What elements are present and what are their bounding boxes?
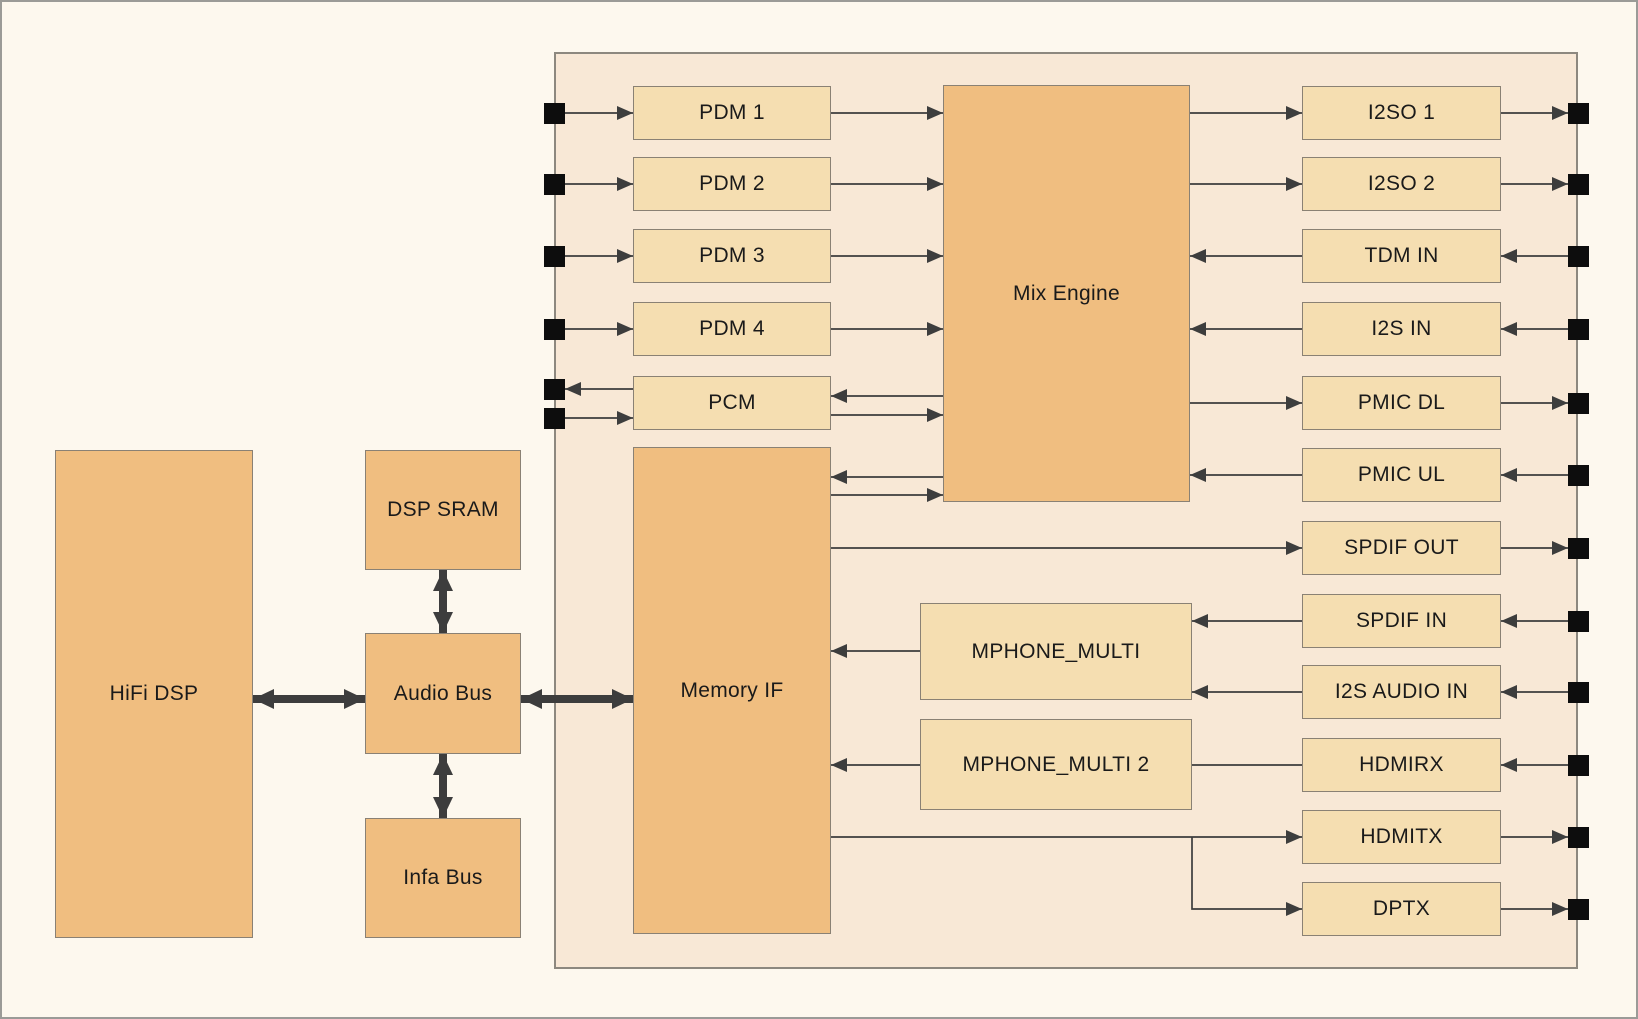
io-port (1567, 826, 1589, 848)
block-label-audio-bus: Audio Bus (393, 681, 493, 705)
block-mphone-multi: MPHONE_MULTI (920, 603, 1192, 700)
block-label-tdm-in: TDM IN (1364, 244, 1439, 267)
block-i2so-2: I2SO 2 (1302, 157, 1501, 211)
block-label-pmic-ul: PMIC UL (1357, 463, 1446, 486)
block-hdmitx: HDMITX (1302, 810, 1501, 864)
io-port (543, 245, 565, 267)
io-port (543, 378, 565, 400)
block-label-memory-if: Memory IF (680, 678, 784, 702)
block-audio-bus: Audio Bus (365, 633, 521, 754)
block-label-dsp-sram: DSP SRAM (387, 498, 499, 521)
block-label-i2so-1: I2SO 1 (1367, 101, 1436, 124)
block-label-i2s-audio-in: I2S AUDIO IN (1334, 680, 1469, 703)
block-label-spdif-in: SPDIF IN (1355, 609, 1448, 632)
io-port (1567, 681, 1589, 703)
block-pdm-2: PDM 2 (633, 157, 831, 211)
block-label-mix-engine: Mix Engine (1013, 281, 1120, 305)
block-dptx: DPTX (1302, 882, 1501, 936)
block-mphone-multi-2: MPHONE_MULTI 2 (920, 719, 1192, 810)
block-spdif-in: SPDIF IN (1302, 594, 1501, 648)
block-label-hdmirx: HDMIRX (1359, 753, 1444, 776)
block-label-dptx: DPTX (1372, 897, 1431, 920)
io-port (1567, 464, 1589, 486)
block-memory-if: Memory IF (633, 447, 831, 934)
io-port (543, 102, 565, 124)
io-port (1567, 610, 1589, 632)
block-label-hifi-dsp: HiFi DSP (109, 682, 199, 705)
block-label-pdm-4: PDM 4 (699, 317, 765, 340)
block-hifi-dsp: HiFi DSP (55, 450, 253, 938)
block-i2s-in: I2S IN (1302, 302, 1501, 356)
io-port (1567, 245, 1589, 267)
block-dsp-sram: DSP SRAM (365, 450, 521, 570)
block-label-infa-bus: Infa Bus (403, 866, 483, 889)
io-port (543, 173, 565, 195)
block-spdif-out: SPDIF OUT (1302, 521, 1501, 575)
block-pmic-dl: PMIC DL (1302, 376, 1501, 430)
io-port (1567, 392, 1589, 414)
io-port (1567, 173, 1589, 195)
block-infa-bus: Infa Bus (365, 818, 521, 938)
block-label-pcm: PCM (708, 391, 756, 414)
block-label-spdif-out: SPDIF OUT (1344, 536, 1459, 559)
block-pmic-ul: PMIC UL (1302, 448, 1501, 502)
block-hdmirx: HDMIRX (1302, 738, 1501, 792)
io-port (543, 318, 565, 340)
block-label-i2s-in: I2S IN (1371, 317, 1432, 340)
io-port (1567, 898, 1589, 920)
block-pcm: PCM (633, 376, 831, 430)
block-label-mphone-multi: MPHONE_MULTI (971, 639, 1141, 663)
io-port (1567, 102, 1589, 124)
block-label-hdmitx: HDMITX (1360, 825, 1443, 848)
block-pdm-1: PDM 1 (633, 86, 831, 140)
io-port (543, 407, 565, 429)
block-i2so-1: I2SO 1 (1302, 86, 1501, 140)
block-label-pmic-dl: PMIC DL (1357, 391, 1446, 414)
io-port (1567, 754, 1589, 776)
block-mix-engine: Mix Engine (943, 85, 1190, 502)
block-label-pdm-1: PDM 1 (699, 101, 765, 124)
block-i2s-audio-in: I2S AUDIO IN (1302, 665, 1501, 719)
block-label-i2so-2: I2SO 2 (1367, 172, 1436, 195)
block-label-mphone-multi-2: MPHONE_MULTI 2 (962, 752, 1150, 776)
io-port (1567, 318, 1589, 340)
block-pdm-4: PDM 4 (633, 302, 831, 356)
block-label-pdm-2: PDM 2 (699, 172, 765, 195)
io-port (1567, 537, 1589, 559)
block-label-pdm-3: PDM 3 (699, 244, 765, 267)
block-tdm-in: TDM IN (1302, 229, 1501, 283)
block-pdm-3: PDM 3 (633, 229, 831, 283)
